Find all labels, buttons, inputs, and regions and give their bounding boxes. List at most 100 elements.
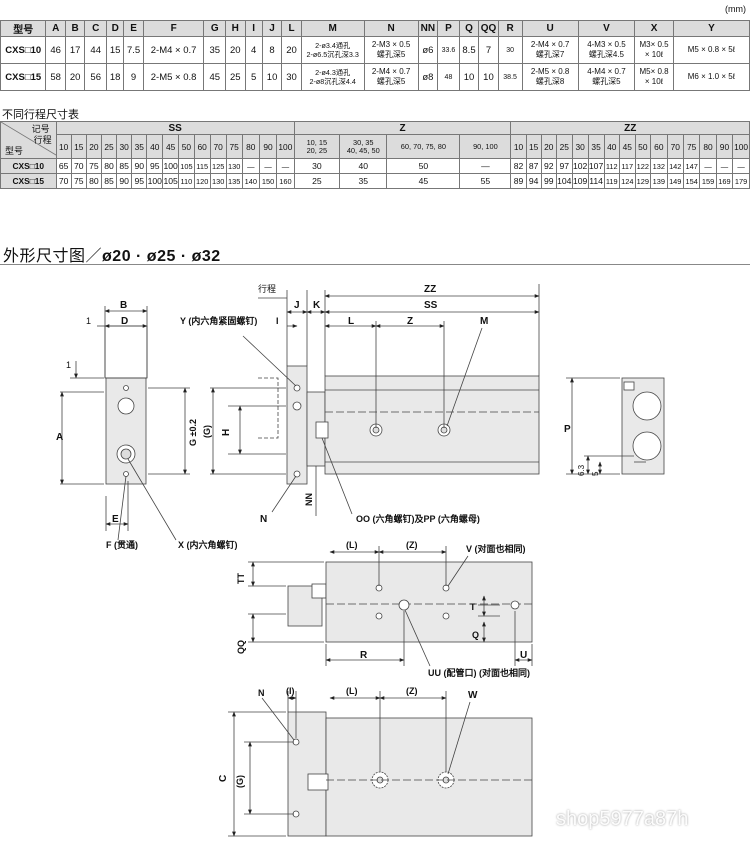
zz-value: 112 (603, 158, 621, 174)
dim-qq: QQ (236, 640, 246, 654)
cell-line: 2-M4 × 0.7 (530, 40, 570, 49)
ss-value: 65 (55, 158, 72, 174)
zz-value: — (715, 158, 734, 174)
zz-stroke: 20 (540, 134, 557, 159)
ss-stroke: 15 (70, 134, 87, 159)
dim-a: A (56, 432, 63, 443)
zz-value: 89 (510, 173, 527, 189)
dim-q: Q (472, 630, 479, 640)
label-v: V (对面也相同) (466, 543, 526, 554)
zz-value: 142 (666, 158, 684, 174)
label-y: Y (内六角紧固螺钉) (180, 315, 257, 326)
dim-d: D (121, 316, 128, 327)
zz-stroke: 10 (510, 134, 527, 159)
main-table-header: R (497, 20, 523, 37)
ss-value: 75 (85, 158, 102, 174)
dim-l-paren: (L) (346, 540, 358, 550)
main-table-cell: 58 (45, 63, 66, 91)
main-table-header: V (577, 20, 636, 37)
z-stroke-line: 20, 25 (306, 145, 328, 155)
main-table-cell: CXS□15 (0, 63, 47, 91)
z-value: 35 (339, 173, 388, 189)
cell-line: 螺孔深8 (535, 77, 565, 86)
label-f: F (贯通) (106, 539, 138, 550)
zz-value: 154 (682, 173, 701, 189)
cell-line: × 10ℓ (644, 77, 664, 86)
dim-g-paren: (G) (202, 425, 212, 438)
ss-value: 105 (162, 173, 180, 189)
main-table-cell: ø6 (417, 36, 439, 64)
zz-value: — (699, 158, 717, 174)
z-value: 55 (459, 173, 512, 189)
label-x: X (内六角螺钉) (178, 539, 238, 550)
dim-p: P (564, 424, 571, 435)
label-stroke: 行程 (258, 283, 276, 294)
label-n-bottom: N (258, 688, 265, 698)
dim-5: 5 (591, 471, 600, 476)
cell-line: 2-ø8沉孔深4.4 (309, 77, 356, 86)
dim-m: M (480, 316, 488, 327)
dim-r: R (360, 650, 368, 661)
z-value: 25 (293, 173, 341, 189)
dim-i: I (276, 316, 279, 326)
zz-stroke: 25 (555, 134, 573, 159)
zz-stroke: 30 (571, 134, 589, 159)
ss-value: 150 (258, 173, 278, 189)
main-table-header: G (203, 20, 227, 37)
main-table-cell: 2-M4 × 0.7 (142, 36, 205, 64)
corner-bottom: 型号 (5, 146, 24, 156)
zz-value: 132 (650, 158, 668, 174)
ss-value: 100 (162, 158, 180, 174)
zz-stroke: 60 (650, 134, 668, 159)
stroke-row-model: CXS□15 (0, 173, 57, 189)
ss-value: — (241, 158, 260, 174)
zz-stroke: 45 (619, 134, 636, 159)
main-table-cell: CXS□10 (0, 36, 47, 64)
main-table-header: M (300, 20, 365, 37)
zz-stroke: 50 (634, 134, 652, 159)
stroke-table-corner: 记号行程型号 (0, 121, 57, 159)
ss-value: 75 (70, 173, 87, 189)
label-oo-pp: OO (六角螺钉)及PP (六角螺母) (356, 513, 480, 524)
z-stroke-line: 40, 45, 50 (346, 145, 380, 155)
ss-value: 90 (131, 158, 148, 174)
section-title-bore: ø20 · ø25 · ø32 (102, 248, 221, 265)
cell-line: 2-M4 × 0.7 (371, 67, 411, 76)
zz-stroke: 80 (699, 134, 717, 159)
zz-value: 159 (699, 173, 717, 189)
ss-stroke: 75 (225, 134, 243, 159)
z-stroke-line: 30, 35 (352, 137, 374, 147)
z-value: — (459, 158, 512, 174)
dim-h: H (221, 429, 232, 436)
dim-g-paren-bottom: (G) (235, 775, 245, 788)
main-table-cell: 10 (261, 63, 283, 91)
main-table-header: F (142, 20, 205, 37)
main-table-cell: 18 (106, 63, 125, 91)
ss-value: 70 (70, 158, 87, 174)
ss-stroke: 45 (162, 134, 180, 159)
label-n: N (260, 514, 267, 525)
z-value: 45 (386, 173, 461, 189)
ss-stroke: 10 (55, 134, 72, 159)
cell-line: 螺孔深5 (376, 50, 406, 59)
main-table-cell: 30 (281, 63, 302, 91)
z-stroke-line: 10, 15 (306, 137, 328, 147)
cell-line: 2-M3 × 0.5 (371, 40, 411, 49)
main-table-cell: 30 (497, 36, 523, 64)
side-slide-body (324, 375, 540, 475)
ss-value: 95 (131, 173, 148, 189)
ss-value: 70 (55, 173, 72, 189)
zz-value: 147 (682, 158, 701, 174)
dim-b: B (120, 300, 127, 311)
main-table-cell: 56 (84, 63, 108, 91)
stroke-row-model: CXS□10 (0, 158, 57, 174)
dim-z: Z (407, 316, 413, 327)
